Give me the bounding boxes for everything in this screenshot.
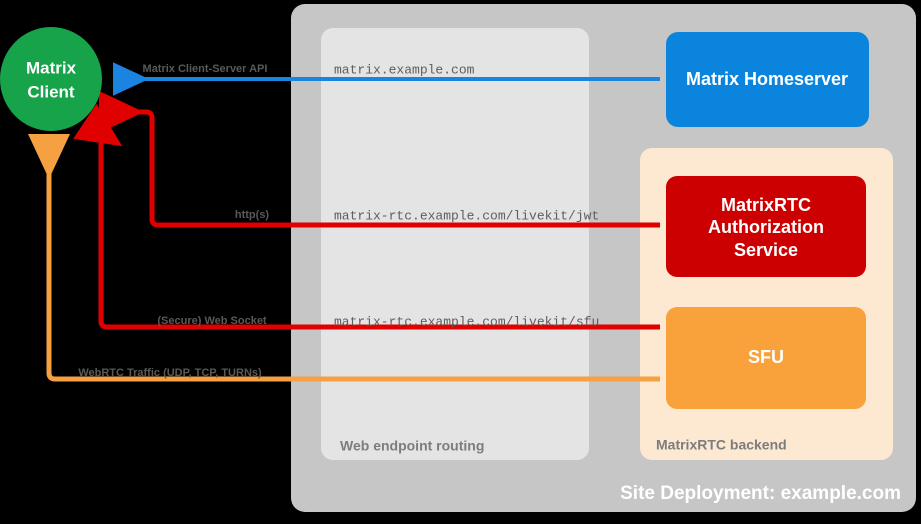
livekit-jwt-endpoint-label: matrix-rtc.example.com/livekit/jwt <box>334 208 599 223</box>
group-web-endpoint-routing: Web endpoint routing <box>321 28 589 460</box>
edge-livekit-jwt: http(s) matrix-rtc.example.com/livekit/j… <box>99 91 660 228</box>
edge-livekit-sfu: (Secure) Web Socket matrix-rtc.example.c… <box>73 103 660 330</box>
node-matrix-client[interactable]: Matrix Client <box>0 27 102 131</box>
matrix-homeserver-label: Matrix Homeserver <box>686 69 848 89</box>
site-deployment-label: Site Deployment: example.com <box>620 483 901 504</box>
matrixrtc-authorization-service-label-line3: Service <box>734 240 798 260</box>
node-matrixrtc-authorization-service[interactable]: MatrixRTC Authorization Service <box>666 176 866 277</box>
edge-matrix-client-server-api: Matrix Client-Server API matrix.example.… <box>113 62 660 96</box>
matrixrtc-authorization-service-shape[interactable] <box>666 176 866 277</box>
livekit-jwt-protocol-label: http(s) <box>235 209 270 221</box>
livekit-sfu-endpoint-label: matrix-rtc.example.com/livekit/sfu <box>334 314 599 329</box>
matrix-homeserver-shape[interactable] <box>666 32 869 127</box>
sfu-shape[interactable] <box>666 307 866 409</box>
web-endpoint-routing-background <box>321 28 589 460</box>
livekit-sfu-protocol-label: (Secure) Web Socket <box>157 315 267 327</box>
matrixrtc-authorization-service-label-line2: Authorization <box>708 217 824 237</box>
matrix-client-label-line1: Matrix <box>26 58 77 77</box>
sfu-label: SFU <box>748 347 784 367</box>
webrtc-traffic-protocol-label: WebRTC Traffic (UDP, TCP, TURNs) <box>78 367 262 379</box>
livekit-sfu-line <box>73 103 660 330</box>
matrix-client-shape[interactable] <box>0 27 102 131</box>
matrixrtc-backend-label: MatrixRTC backend <box>656 437 787 453</box>
matrix-client-label-line2: Client <box>27 82 75 101</box>
web-endpoint-routing-label: Web endpoint routing <box>340 438 484 454</box>
matrixrtc-authorization-service-label-line1: MatrixRTC <box>721 195 811 215</box>
edge-webrtc-traffic: WebRTC Traffic (UDP, TCP, TURNs) <box>28 134 660 382</box>
matrix-client-server-api-protocol-label: Matrix Client-Server API <box>143 63 268 75</box>
matrix-client-server-api-endpoint-label: matrix.example.com <box>334 62 475 77</box>
webrtc-traffic-line <box>28 134 660 382</box>
node-matrix-homeserver[interactable]: Matrix Homeserver <box>666 32 869 127</box>
node-sfu[interactable]: SFU <box>666 307 866 409</box>
livekit-jwt-line <box>99 91 660 228</box>
